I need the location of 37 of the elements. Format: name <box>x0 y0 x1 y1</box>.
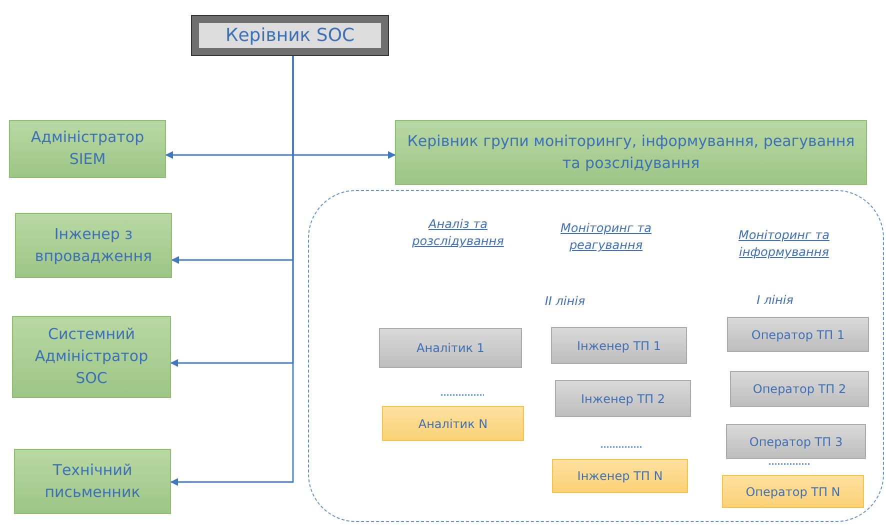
node-label: Інженер з впровадження <box>34 224 154 266</box>
role-box <box>12 316 171 398</box>
column-heading: Аналіз та розслідування <box>411 216 505 250</box>
node-label: Оператор ТП 1 <box>751 328 845 342</box>
role-box <box>726 424 866 459</box>
role-box <box>14 449 171 514</box>
node-label: Аналітик N <box>418 416 488 430</box>
role-box <box>551 327 687 364</box>
title-box <box>192 16 388 55</box>
role-box <box>379 328 522 368</box>
node-label: Аналітик 1 <box>416 341 484 355</box>
column-heading: Моніторинг та реагування <box>560 220 652 254</box>
node-label: Оператор ТП 2 <box>752 382 846 396</box>
node-label: Оператор ТП N <box>746 484 840 498</box>
node-label: Адміністратор SIEM <box>30 127 146 170</box>
node-label: Керівник групи моніторингу, інформування, реагування та розслідування <box>406 130 856 174</box>
node-label: Оператор ТП 3 <box>749 434 843 448</box>
role-box <box>9 120 166 178</box>
role-box <box>15 213 172 278</box>
node-label: Інженер ТП N <box>577 469 663 483</box>
role-box <box>727 317 869 352</box>
group-frame <box>308 190 884 522</box>
node-label: Технічний письменник <box>44 460 142 502</box>
role-box <box>730 371 869 407</box>
line-label: I лінія <box>756 292 794 309</box>
node-label: Інженер ТП 1 <box>576 338 662 352</box>
role-box <box>382 406 524 441</box>
role-box <box>552 459 688 493</box>
column-heading: Моніторинг та інформування <box>738 227 830 262</box>
line-label: II лінія <box>544 293 586 310</box>
node-label: Системний Адміністратор SOC <box>34 324 150 389</box>
node-label: Інженер ТП 2 <box>580 392 666 406</box>
node-label: Керівник SOC <box>225 25 355 46</box>
role-box <box>722 475 864 508</box>
connector-arrow <box>170 55 294 486</box>
role-box <box>555 380 691 417</box>
role-box <box>395 120 867 185</box>
